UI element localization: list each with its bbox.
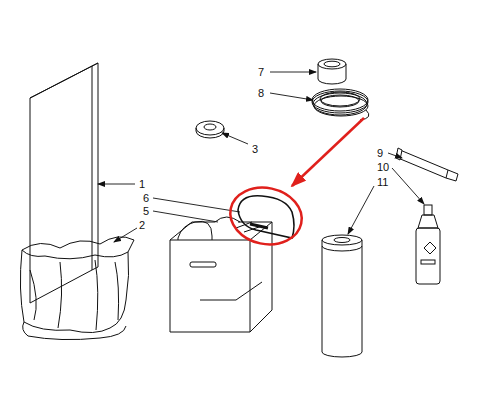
aerosol-can bbox=[322, 235, 362, 357]
tape-roll bbox=[318, 59, 346, 84]
callout-number: 1 bbox=[138, 178, 146, 190]
bag-holder bbox=[170, 217, 272, 332]
callout-number: 7 bbox=[257, 66, 265, 78]
bag-clip bbox=[238, 196, 294, 238]
callout-number: 11 bbox=[376, 176, 389, 188]
callout-number: 5 bbox=[142, 205, 150, 217]
highlight bbox=[225, 118, 364, 251]
callout-number: 2 bbox=[138, 219, 146, 231]
callout-number: 8 bbox=[257, 87, 265, 99]
panel bbox=[30, 63, 98, 303]
washer bbox=[196, 121, 224, 138]
cord-coil bbox=[312, 89, 369, 120]
lubricant-tube bbox=[396, 148, 458, 181]
callout-number: 9 bbox=[376, 147, 384, 159]
callout-number: 10 bbox=[376, 161, 390, 173]
callout-number: 6 bbox=[142, 192, 150, 204]
spray-bottle bbox=[416, 205, 440, 284]
trash-bag bbox=[20, 237, 134, 340]
callout-number: 3 bbox=[251, 143, 259, 155]
